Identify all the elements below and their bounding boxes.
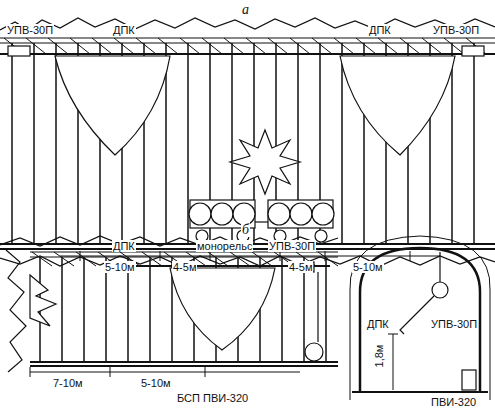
post-stroke (444, 38, 464, 54)
post-stroke (54, 252, 74, 266)
post-stroke (318, 252, 338, 266)
post-stroke (70, 38, 90, 54)
part-label: ПВИ-320 (430, 396, 477, 408)
post-stroke (246, 38, 266, 54)
part-label: ДПК (112, 240, 136, 252)
rock-face (6, 250, 26, 372)
post-stroke (422, 38, 442, 54)
post-stroke (473, 43, 475, 244)
post-stroke (224, 38, 244, 54)
part-label: ДПК (368, 24, 392, 36)
water-curtain (170, 268, 275, 350)
post-stroke (11, 43, 13, 244)
explosion (30, 275, 56, 326)
part-label: ДПК (112, 24, 136, 36)
dimension-label: 5-10м (104, 261, 136, 273)
pvi-unit (462, 370, 476, 390)
explosion (230, 130, 300, 194)
sprayer (400, 296, 434, 334)
rock-outline (350, 236, 490, 400)
panel-letter: б (241, 222, 250, 237)
post-stroke (33, 43, 35, 244)
post-stroke (142, 252, 162, 266)
post-stroke (92, 38, 112, 54)
part-label: монорельс (196, 240, 253, 252)
post-stroke (341, 43, 343, 244)
dimension-label: 5-10м (352, 261, 384, 273)
post-stroke (281, 257, 283, 362)
post-stroke (76, 252, 96, 266)
post-stroke (252, 252, 272, 266)
post-stroke (290, 38, 310, 54)
post-stroke (180, 38, 200, 54)
dimension-label: 7-10м (52, 377, 84, 389)
post-stroke (32, 252, 52, 266)
panel-letter: а (241, 2, 250, 17)
part-label: БСП ПВИ-320 (176, 392, 249, 404)
post-stroke (325, 257, 327, 362)
water-curtain (340, 56, 455, 155)
support-posts (4, 38, 486, 244)
post-stroke (334, 38, 354, 54)
post-stroke (149, 257, 151, 362)
post-stroke (208, 252, 228, 266)
part-label: ДПК (366, 318, 390, 330)
post-stroke (136, 38, 156, 54)
bsp-unit (305, 343, 323, 361)
post-stroke (83, 257, 85, 362)
post-stroke (378, 38, 398, 54)
post-stroke (61, 257, 63, 362)
part-label: УПВ-30П (268, 240, 316, 252)
part-label: УПВ-30П (432, 24, 480, 36)
mine-train (189, 200, 334, 242)
post-stroke (400, 38, 420, 54)
post-stroke (202, 38, 222, 54)
post-stroke (48, 38, 68, 54)
water-curtain (55, 56, 170, 155)
pipe (432, 282, 448, 298)
post-stroke (158, 38, 178, 54)
part-label: УПВ-30П (430, 318, 478, 330)
post-stroke (356, 38, 376, 54)
dimension-label: 1,8м (373, 344, 385, 369)
dimension-label: 4-5м (288, 261, 313, 273)
post-stroke (312, 38, 332, 54)
post-stroke (230, 252, 250, 266)
dimension-label: 4-5м (172, 261, 197, 273)
support-posts (32, 252, 338, 362)
post-stroke (55, 43, 57, 244)
post-stroke (268, 38, 288, 54)
dimension-label: 5-10м (140, 377, 172, 389)
post-stroke (114, 38, 134, 54)
part-label: УПВ-30П (6, 24, 54, 36)
rock-outline (0, 18, 495, 30)
